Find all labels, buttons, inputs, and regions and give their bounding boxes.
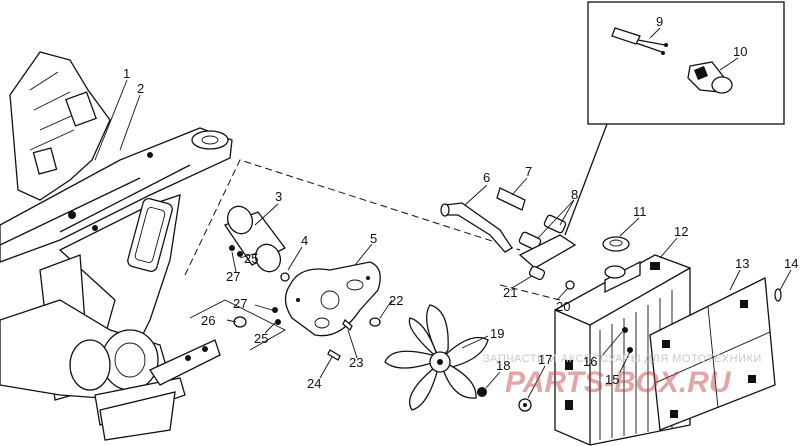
callout-12: 12	[674, 224, 688, 239]
callout-20: 20	[556, 299, 570, 314]
callout-24: 24	[307, 376, 321, 391]
callout-11: 11	[633, 204, 647, 219]
callout-3: 3	[275, 189, 282, 204]
callout-19: 19	[490, 326, 504, 341]
callout-2: 2	[137, 81, 144, 96]
washer	[280, 272, 290, 282]
fan-mounting-plate	[284, 261, 381, 337]
radiator-cap	[602, 236, 630, 252]
callout-1: 1	[123, 66, 130, 81]
fitting	[528, 265, 546, 281]
washer	[272, 307, 278, 313]
callout-25: 25	[244, 251, 258, 266]
callout-27: 27	[226, 269, 240, 284]
fan-motor	[224, 205, 286, 273]
hose-clamp	[543, 214, 567, 234]
callout-13: 13	[735, 256, 749, 271]
callout-8: 8	[571, 187, 578, 202]
nut	[275, 319, 281, 325]
hardware-group-outline	[189, 299, 286, 351]
assembly-guide-line	[184, 159, 521, 276]
callout-5: 5	[370, 231, 377, 246]
wire-harness-connector	[611, 27, 668, 55]
watermark-caption: ЗАПЧАСТИ И АКСЕССУАРЫ ДЛЯ МОТОТЕХНИКИ	[483, 353, 762, 365]
vehicle-frame	[0, 51, 233, 441]
hose	[496, 187, 526, 211]
callout-4: 4	[301, 233, 308, 248]
callout-21: 21	[503, 285, 517, 300]
screw	[327, 349, 341, 361]
callout-15: 15	[605, 372, 619, 387]
callout-22: 22	[389, 293, 403, 308]
drain-fitting	[518, 398, 532, 412]
nut	[477, 387, 487, 397]
callout-26: 26	[201, 313, 215, 328]
callout-9: 9	[656, 14, 663, 29]
callout-27: 27	[233, 296, 247, 311]
radiator-screen	[649, 276, 776, 431]
inset-box	[587, 1, 785, 125]
callout-10: 10	[733, 44, 747, 59]
callout-17: 17	[538, 352, 552, 367]
bolt	[342, 318, 353, 332]
callout-6: 6	[483, 170, 490, 185]
callout-16: 16	[583, 354, 597, 369]
temperature-switch	[687, 61, 733, 94]
watermark-logo: PARTS-BOX.RU	[505, 366, 732, 399]
callout-labels: 1 2 3 4 5 6 7 8 9 10 11 12 13 14 15 16 1…	[123, 14, 798, 391]
fan-blade	[384, 304, 489, 411]
nut	[369, 317, 381, 327]
callout-7: 7	[525, 164, 532, 179]
leader-lines	[94, 27, 792, 399]
callout-18: 18	[496, 358, 510, 373]
callout-25: 25	[254, 331, 268, 346]
hose	[444, 202, 513, 253]
o-ring	[774, 288, 782, 302]
callout-14: 14	[784, 256, 798, 271]
fitting	[565, 280, 575, 290]
callout-23: 23	[349, 355, 363, 370]
